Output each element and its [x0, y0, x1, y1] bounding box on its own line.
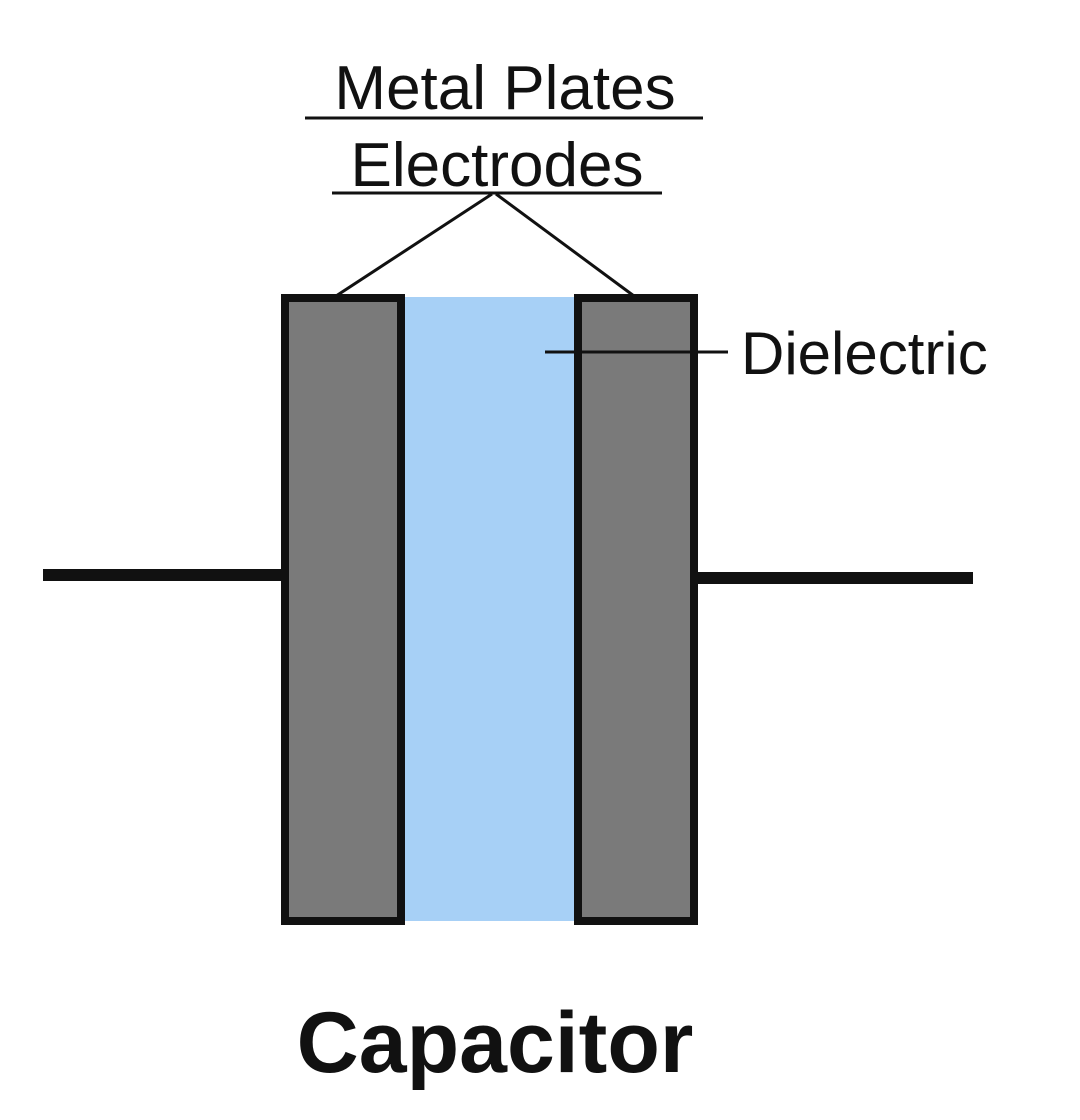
right-metal-plate	[574, 294, 698, 925]
leader-line-left-plate	[335, 192, 493, 298]
left-metal-plate	[281, 294, 405, 925]
capacitor-title: Capacitor	[297, 995, 694, 1091]
leader-line-right-plate	[495, 192, 635, 298]
dielectric-label: Dielectric	[741, 320, 988, 387]
metal-plates-label: Metal Plates	[334, 54, 675, 123]
electrodes-label: Electrodes	[351, 131, 644, 200]
dielectric-region	[405, 297, 574, 921]
